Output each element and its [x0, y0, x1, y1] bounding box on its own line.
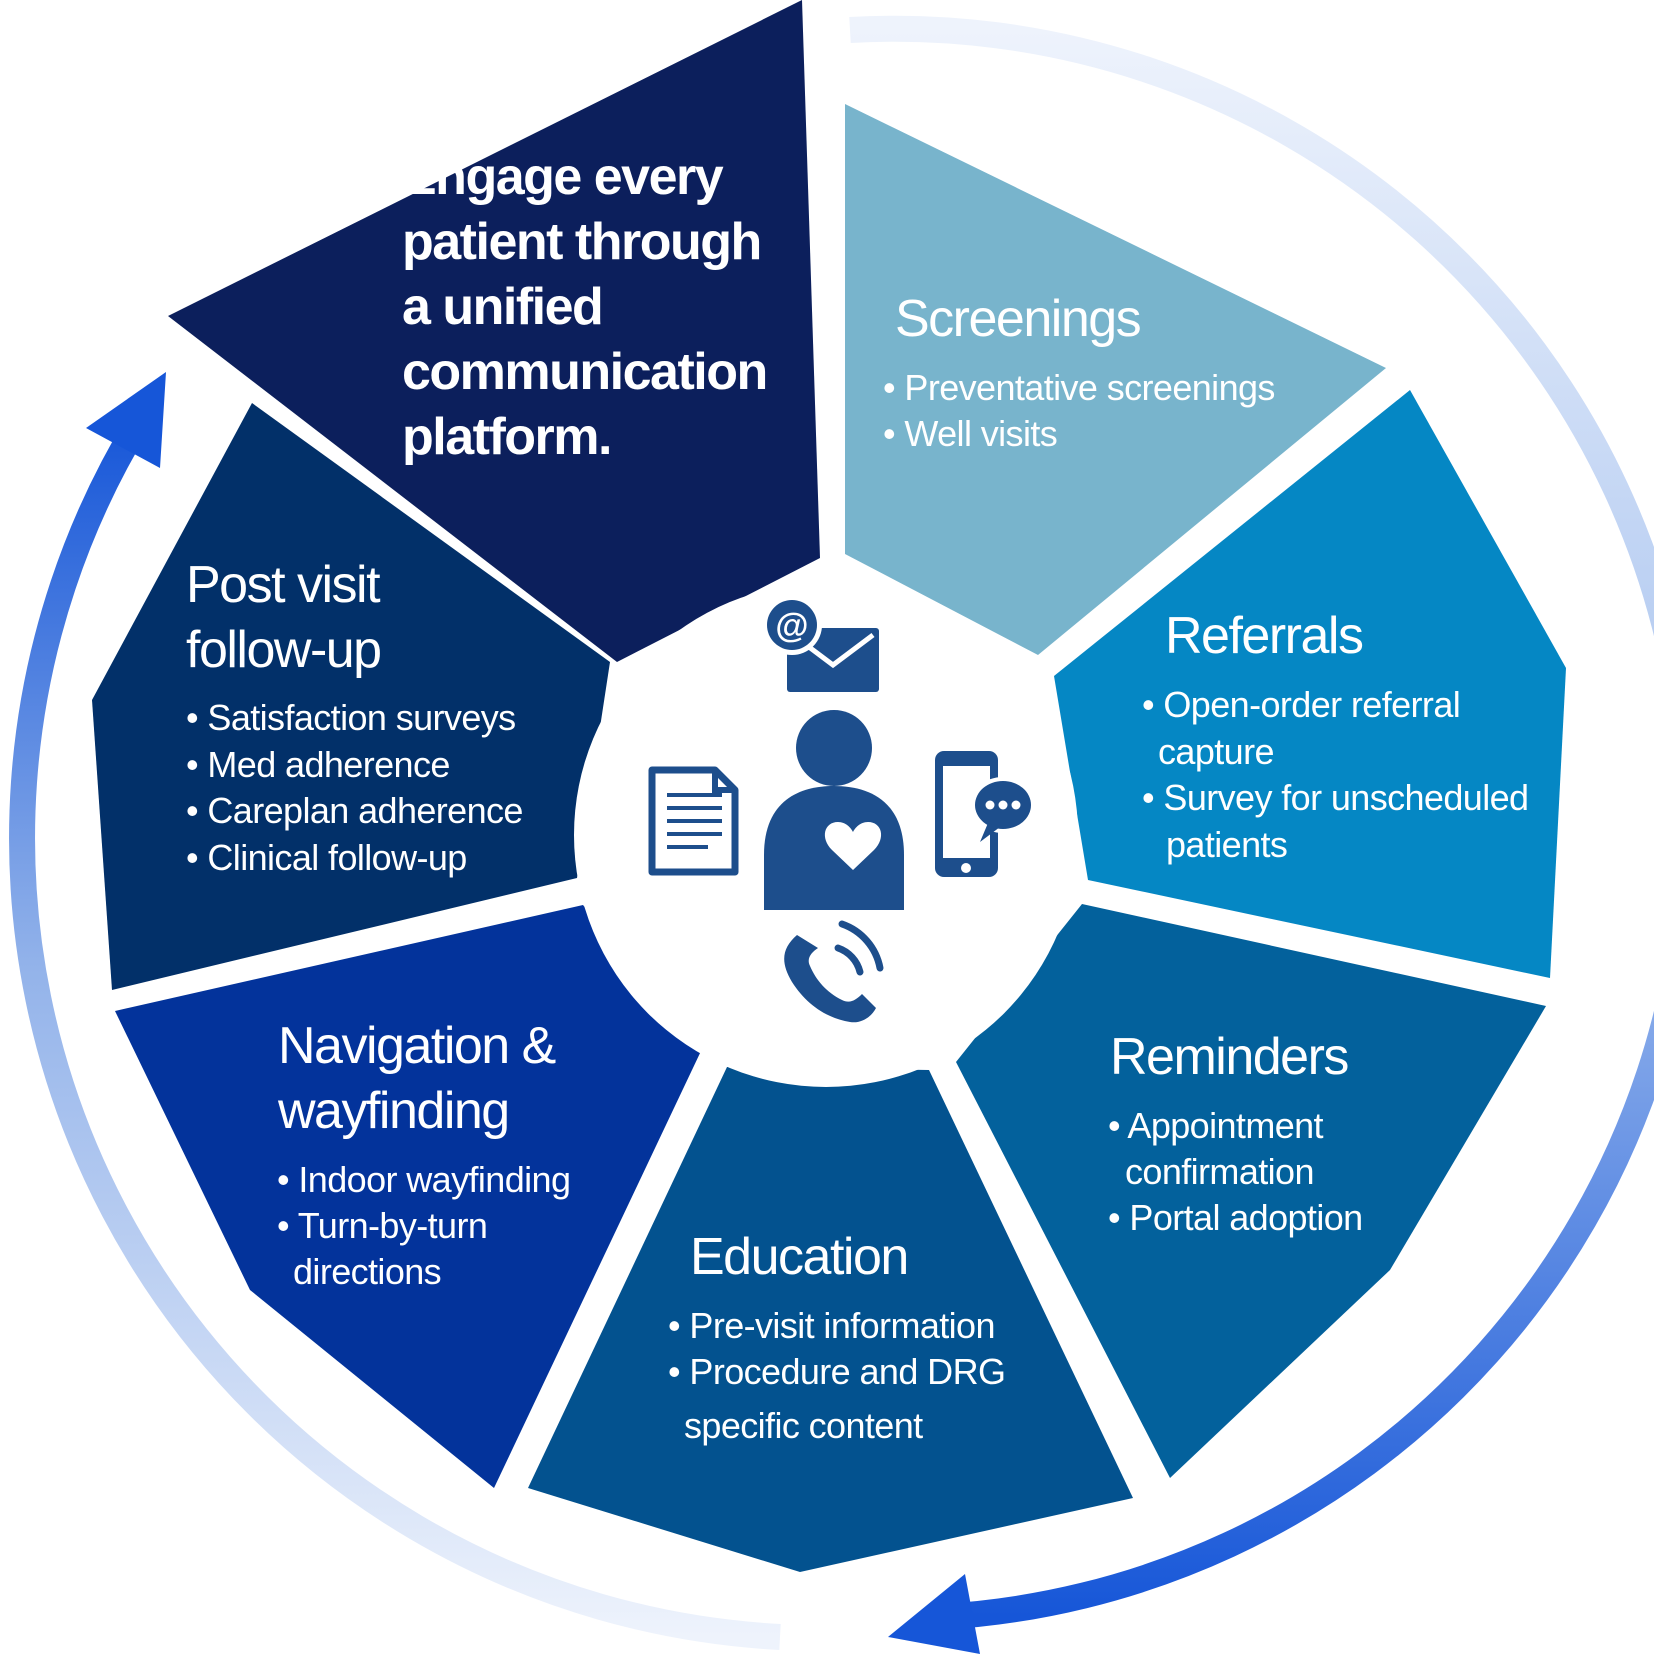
bullet-line: specific content: [684, 1405, 923, 1446]
screenings-heading: Screenings: [895, 290, 1141, 348]
title-line: communication: [402, 343, 767, 401]
email-at-symbol: @: [775, 607, 808, 645]
navigation-bullets: • Indoor wayfinding • Turn-by-turn direc…: [277, 1159, 580, 1292]
bullet-line: • Med adherence: [186, 744, 450, 785]
bullet-line: • Survey for unscheduled: [1142, 777, 1528, 818]
cycle-arrow-left: [9, 372, 781, 1650]
heading-line: follow-up: [186, 621, 381, 679]
title-line: Engage every: [402, 148, 724, 206]
heading-line: Reminders: [1110, 1028, 1348, 1086]
bullet-line: capture: [1158, 731, 1274, 772]
phone-call-icon: [784, 920, 884, 1023]
bullet-line: confirmation: [1125, 1151, 1314, 1192]
patient-heart-icon: [764, 710, 904, 910]
bullet-line: • Well visits: [883, 413, 1057, 454]
heading-line: Screenings: [895, 290, 1141, 348]
heading-line: wayfinding: [277, 1082, 509, 1140]
document-icon: [648, 766, 739, 876]
bullet-line: patients: [1166, 824, 1287, 865]
arrow-head-bottom-icon: [888, 1574, 980, 1654]
wheel-title: Engage every patient through a unified c…: [402, 148, 780, 466]
bullet-line: • Indoor wayfinding: [277, 1159, 570, 1200]
heading-line: Navigation &: [278, 1017, 556, 1075]
segment-screenings[interactable]: [845, 104, 1386, 655]
education-heading: Education: [690, 1228, 908, 1286]
navigation-heading: Navigation & wayfinding: [277, 1017, 568, 1140]
segment-post-visit[interactable]: [92, 403, 610, 990]
heading-line: Referrals: [1165, 607, 1363, 665]
arrow-head-top-icon: [86, 372, 166, 468]
heading-line: Education: [690, 1228, 908, 1286]
bullet-line: • Preventative screenings: [883, 367, 1275, 408]
referrals-heading: Referrals: [1165, 607, 1363, 665]
heading-line: Post visit: [186, 556, 381, 614]
education-bullets: • Pre-visit information • Procedure and …: [668, 1305, 1015, 1446]
bullet-line: • Careplan adherence: [186, 790, 523, 831]
bullet-line: • Turn-by-turn: [277, 1205, 487, 1246]
segment-education[interactable]: [528, 1067, 1133, 1572]
cycle-arrow-right: [849, 15, 1654, 1654]
bullet-line: • Clinical follow-up: [186, 837, 467, 878]
segment-navigation[interactable]: [115, 905, 701, 1488]
smartphone-chat-icon: [935, 751, 1036, 877]
post-visit-bullets: • Satisfaction surveys • Med adherence •…: [186, 697, 532, 878]
title-line: a unified: [402, 278, 602, 336]
bullet-line: • Open-order referral: [1142, 684, 1460, 725]
title-line: platform.: [402, 408, 611, 466]
screenings-bullets: • Preventative screenings • Well visits: [883, 367, 1284, 454]
bullet-line: • Procedure and DRG: [668, 1351, 1005, 1392]
bullet-line: • Appointment: [1108, 1105, 1324, 1146]
post-visit-heading: Post visit follow-up: [186, 556, 392, 679]
title-line: patient through: [402, 213, 761, 271]
reminders-bullets: • Appointment confirmation • Portal adop…: [1108, 1105, 1363, 1238]
segment-referrals[interactable]: [1054, 390, 1566, 978]
segment-title: [168, 0, 820, 662]
referrals-bullets: • Open-order referral capture • Survey f…: [1142, 684, 1538, 865]
bullet-line: directions: [293, 1251, 441, 1292]
bullet-line: • Satisfaction surveys: [186, 697, 516, 738]
reminders-heading: Reminders: [1110, 1028, 1348, 1086]
email-icon: @: [762, 595, 879, 692]
bullet-line: • Portal adoption: [1108, 1197, 1363, 1238]
bullet-line: • Pre-visit information: [668, 1305, 995, 1346]
segment-reminders[interactable]: [956, 904, 1546, 1478]
